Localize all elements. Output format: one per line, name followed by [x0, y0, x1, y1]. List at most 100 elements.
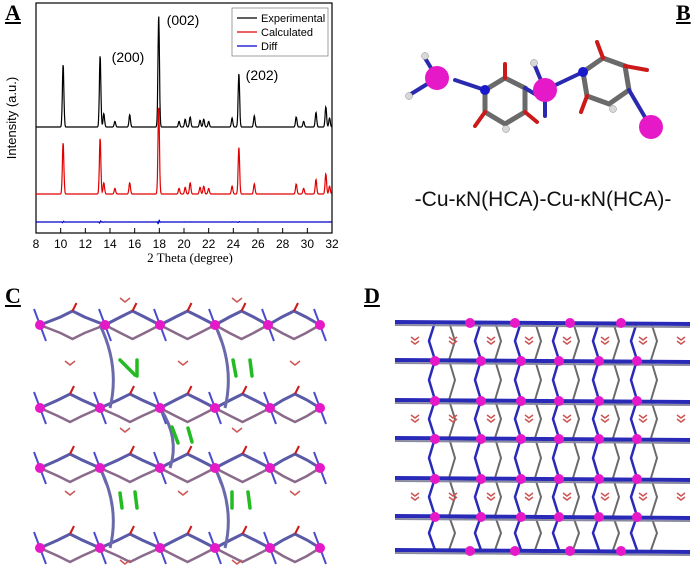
panel-label-b: B: [676, 0, 691, 25]
water-molecule: [410, 340, 420, 345]
water-molecule: [562, 340, 572, 345]
vertical-ligand-bond: [513, 359, 523, 401]
water-molecule: [486, 336, 496, 341]
panel-label-a: A: [5, 0, 21, 25]
hydrogen-bond: [231, 358, 238, 378]
hydrogen-bond: [186, 426, 194, 444]
vertical-ligand-bond: [572, 437, 581, 479]
vertical-ligand-bond: [551, 437, 561, 479]
hca-ligand-bond: [99, 406, 161, 424]
vertical-ligand-bond: [494, 321, 503, 361]
vertical-ligand-bond: [612, 359, 621, 401]
layer-backbone: [394, 552, 691, 556]
layer-backbone: [394, 324, 691, 328]
copper-atom: [594, 396, 604, 406]
packing-view-d: [394, 318, 691, 556]
y-axis-label: Intensity (a.u.): [4, 77, 19, 159]
hydrogen-bond: [133, 490, 139, 510]
vertical-ligand-bond: [513, 477, 523, 517]
hydrogen-bond: [118, 358, 137, 377]
vertical-ligand-bond: [513, 437, 523, 479]
water-molecule: [64, 360, 76, 366]
legend-label-calculated: Calculated: [261, 27, 313, 39]
vertical-ligand-bond: [473, 399, 483, 439]
vertical-ligand-bond: [551, 321, 561, 361]
copper-atom: [155, 320, 165, 330]
water-molecule: [562, 414, 572, 419]
water-molecule: [524, 340, 534, 345]
water-molecule: [676, 496, 686, 501]
vertical-ligand-bond: [494, 359, 503, 401]
copper-atom: [594, 434, 604, 444]
chain-link-bond: [213, 324, 230, 409]
carbonyl-bond: [240, 302, 247, 312]
copper-atom: [265, 463, 275, 473]
water-molecule: [486, 492, 496, 497]
nitrogen-atom: [578, 67, 588, 77]
vertical-ligand-bond: [494, 399, 503, 439]
carbonyl-bond: [241, 445, 248, 455]
hca-ligand-bond: [39, 392, 101, 410]
layer-backbone: [394, 548, 691, 554]
copper-atom: [565, 546, 575, 556]
layer-backbone: [394, 440, 691, 444]
vertical-ligand-bond: [591, 399, 601, 439]
copper-atom: [315, 403, 325, 413]
water-molecule: [600, 336, 610, 341]
vertical-ligand-bond: [534, 399, 543, 439]
water-molecule: [638, 492, 648, 497]
copper-atom: [632, 356, 642, 366]
water-molecule: [638, 336, 648, 341]
hca-ligand-bond: [39, 466, 101, 484]
carbonyl-bond: [294, 445, 300, 455]
vertical-ligand-bond: [629, 437, 639, 479]
x-tick-label: 10: [54, 237, 68, 251]
water-molecule: [638, 414, 648, 419]
water-molecule: [486, 340, 496, 345]
vertical-ligand-bond: [650, 399, 659, 439]
layer-backbone: [394, 480, 691, 484]
vertical-ligand-bond: [427, 515, 437, 551]
copper-atom: [100, 320, 110, 330]
copper-atom: [594, 356, 604, 366]
vertical-ligand-bond: [534, 359, 543, 401]
peak-annotation: (202): [246, 67, 279, 83]
vertical-ligand-bond: [572, 477, 581, 517]
copper-atom: [594, 512, 604, 522]
vertical-ligand-bond: [448, 477, 457, 517]
copper-atom: [35, 463, 45, 473]
water-molecule: [562, 336, 572, 341]
copper-atom: [632, 396, 642, 406]
vertical-ligand-bond: [629, 359, 639, 401]
copper-atom: [632, 474, 642, 484]
hca-ligand-bond: [269, 406, 321, 424]
hca-ligand-bond: [159, 309, 216, 327]
vertical-ligand-bond: [473, 515, 483, 551]
layer-backbone: [394, 362, 691, 366]
vertical-ligand-bond: [612, 515, 621, 551]
vertical-ligand-bond: [473, 359, 483, 401]
copper-atom: [516, 474, 526, 484]
water-molecule: [410, 336, 420, 341]
vertical-ligand-bond: [494, 477, 503, 517]
hca-ligand-bond: [269, 532, 321, 550]
water-molecule: [600, 492, 610, 497]
vertical-ligand-bond: [591, 437, 601, 479]
hydrogen-atom: [502, 125, 510, 133]
hydrogen-bond: [246, 490, 252, 510]
copper-atom: [263, 320, 273, 330]
copper-atom: [476, 434, 486, 444]
vertical-ligand-bond: [572, 321, 581, 361]
hca-ligand-bond: [159, 323, 216, 341]
carbonyl-bond: [186, 525, 193, 535]
carbonyl-bond: [294, 525, 300, 535]
water-molecule: [524, 336, 534, 341]
vertical-ligand-bond: [448, 359, 457, 401]
vertical-ligand-bond: [551, 359, 561, 401]
vertical-ligand-bond: [629, 477, 639, 517]
x-tick-label: 16: [128, 237, 142, 251]
copper-atom: [265, 403, 275, 413]
chain-structure: [405, 40, 663, 139]
copper-atom: [554, 396, 564, 406]
